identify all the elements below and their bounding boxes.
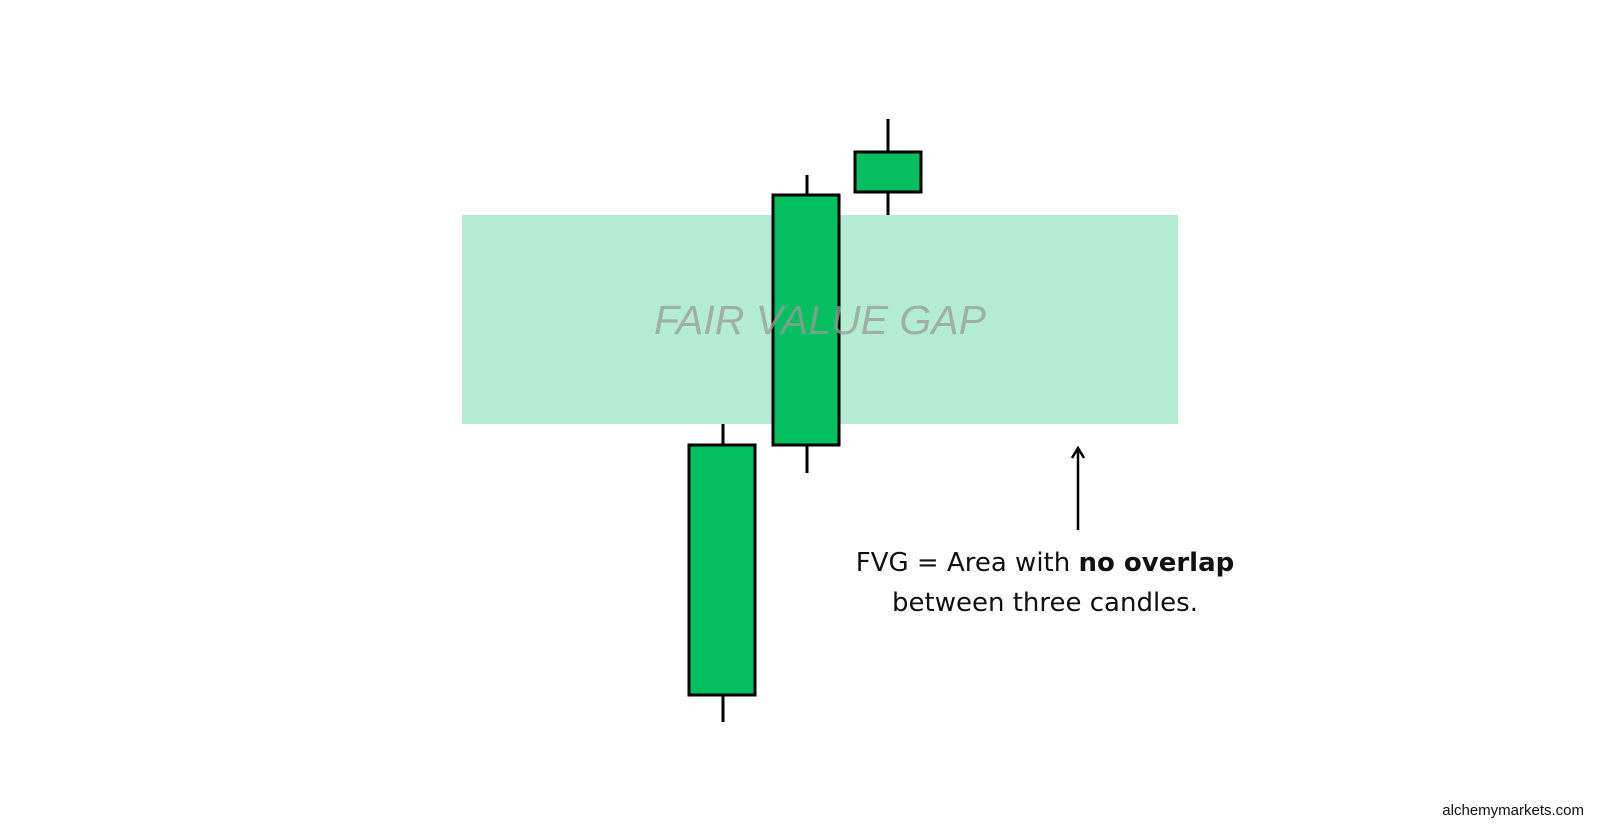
annotation-line-2: between three candles. (892, 588, 1198, 618)
annotation-line-1: FVG = Area with no overlap (830, 543, 1260, 583)
candle-3 (853, 119, 923, 215)
candle-3-body (853, 150, 923, 194)
candle-2 (771, 175, 841, 473)
fvg-annotation: FVG = Area with no overlap between three… (830, 543, 1260, 623)
fair-value-gap-label: FAIR VALUE GAP (654, 297, 987, 343)
arrow-up-icon (1070, 445, 1086, 530)
annotation-prefix: FVG = Area with (855, 548, 1079, 578)
candle-2-body (771, 193, 841, 447)
candle-1 (687, 424, 757, 722)
annotation-emphasis: no overlap (1078, 548, 1235, 578)
candle-1-body (687, 443, 757, 697)
footer-credit: alchemymarkets.com (1442, 802, 1584, 819)
